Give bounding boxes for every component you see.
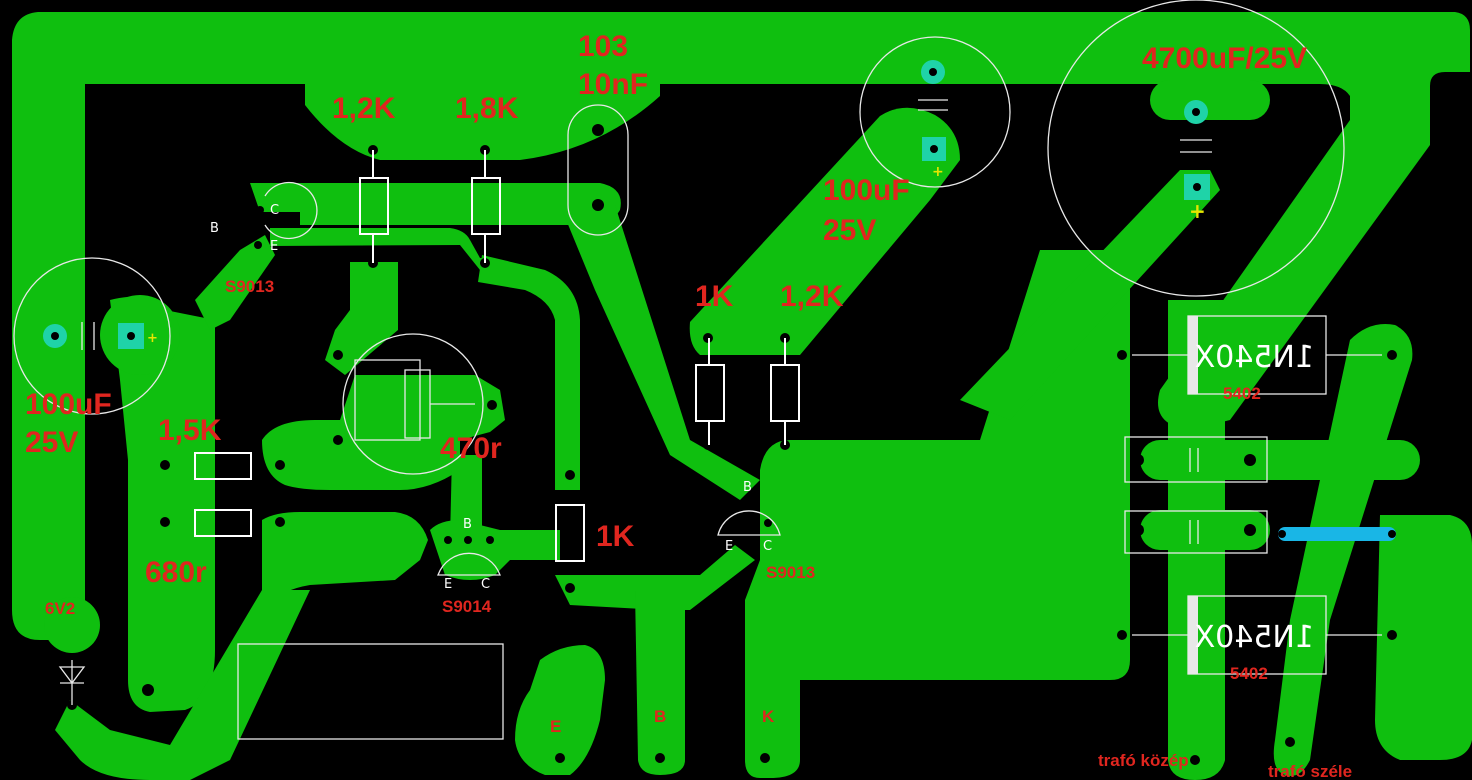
- silkscreen: [13, 0, 1382, 740]
- label-25v-right: 25V: [823, 214, 876, 247]
- label-6v2: 6V2: [45, 599, 75, 618]
- cap-row1-trace: [1140, 440, 1420, 480]
- q1-collector-trace: [250, 183, 621, 225]
- label-trafo-szele: trafó széle: [1268, 762, 1352, 780]
- label-e-pin: E: [550, 717, 561, 736]
- q1-b: B: [210, 221, 219, 236]
- plus-cap-right: +: [932, 164, 944, 180]
- label-4700uf: 4700uF/25V: [1142, 42, 1307, 75]
- q3-trace: [430, 520, 560, 580]
- q2-c: C: [763, 539, 772, 554]
- cap-100uf-right-trace: [689, 107, 960, 355]
- q1-c: C: [270, 203, 279, 218]
- right-bottom-trace: [1375, 515, 1472, 760]
- q3-e: E: [444, 577, 452, 592]
- zener-pad-blob: [44, 597, 100, 653]
- r18-down-trace: [478, 255, 580, 490]
- r680-down-trace: [55, 590, 310, 780]
- label-s9014: S9014: [442, 597, 492, 616]
- copper-layer: [12, 12, 1472, 780]
- label-s9013-left: S9013: [225, 277, 274, 296]
- jumper-wire: [1278, 527, 1396, 541]
- label-k-pin: K: [762, 707, 775, 726]
- label-trafo-kozep: trafó közép: [1098, 751, 1189, 770]
- plus-cap-4700: +: [1189, 199, 1206, 223]
- r680-trace: [262, 512, 428, 605]
- silk-text: 1N540X 1N540X B E C B E C B E C + + +: [147, 164, 1314, 655]
- label-10nf: 10nF: [578, 68, 648, 101]
- e-pin-blob: [515, 645, 605, 775]
- cap-4700-right-trace: [1158, 120, 1430, 430]
- q1-emitter-trace: [195, 235, 275, 330]
- label-s9013-right: S9013: [766, 563, 815, 582]
- q2-e: E: [725, 539, 733, 554]
- pot-trace-upper: [325, 262, 398, 375]
- label-1-2k-top: 1,2K: [332, 92, 396, 125]
- r1k-trace: [555, 545, 755, 610]
- label-b-pin: B: [654, 707, 666, 726]
- q1-base-trace: [270, 228, 495, 270]
- pot-wiper-trace: [450, 455, 482, 540]
- label-1k-mid: 1K: [695, 280, 734, 313]
- q3-b: B: [463, 517, 472, 532]
- cap-row2-trace: [1140, 510, 1270, 550]
- label-680r: 680r: [145, 556, 207, 589]
- label-1-2k-mid: 1,2K: [780, 280, 844, 313]
- label-470r: 470r: [440, 432, 502, 465]
- label-100uf-left: 100uF: [25, 388, 112, 421]
- cap-4700-trace: [960, 170, 1220, 420]
- label-100uf-right: 100uF: [823, 174, 910, 207]
- q1-e: E: [270, 239, 278, 254]
- q2-b: B: [743, 480, 752, 495]
- cap-pads: [43, 60, 1210, 349]
- label-103: 103: [578, 30, 628, 63]
- plus-cap-left: +: [147, 331, 158, 346]
- label-1-5k: 1,5K: [158, 414, 222, 447]
- cap-10nf-diagonal: [560, 205, 760, 500]
- diode-bottom-text: 1N540X: [1195, 620, 1314, 655]
- label-5402-top: 5402: [1223, 384, 1261, 403]
- label-5402-bottom: 5402: [1230, 664, 1268, 683]
- r12-r18-top-trace: [305, 84, 660, 160]
- component-labels: 103 10nF 1,2K 1,8K 4700uF/25V 100uF 25V …: [25, 30, 1352, 780]
- cap-4700-tab: [1150, 80, 1270, 120]
- label-1-8k: 1,8K: [455, 92, 519, 125]
- diode-top-text: 1N540X: [1195, 340, 1314, 375]
- trafo-szele-trace: [1273, 324, 1413, 776]
- label-25v-left: 25V: [25, 426, 78, 459]
- label-1k-low: 1K: [596, 520, 635, 553]
- b-pin-trace: [635, 590, 685, 775]
- q3-c: C: [481, 577, 490, 592]
